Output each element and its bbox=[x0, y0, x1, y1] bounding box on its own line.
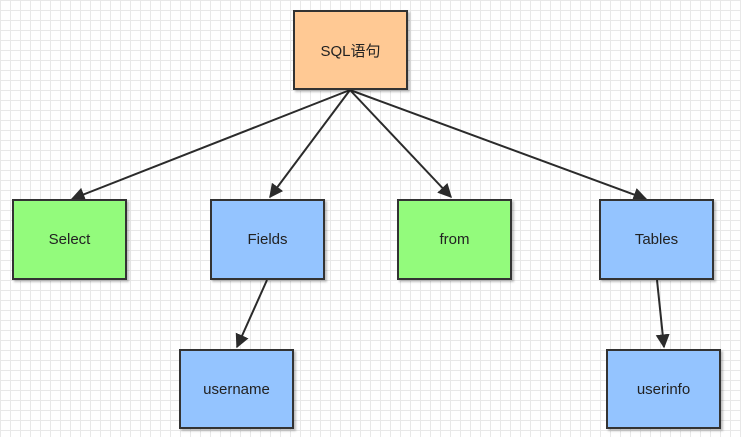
node-select-label: Select bbox=[48, 231, 91, 248]
node-fields[interactable]: Fields bbox=[210, 199, 325, 280]
edge-root-from bbox=[349, 89, 452, 199]
node-tables[interactable]: Tables bbox=[599, 199, 714, 280]
node-from[interactable]: from bbox=[397, 199, 512, 280]
edge-root-fields bbox=[269, 89, 351, 199]
node-from-label: from bbox=[439, 231, 470, 248]
node-userinfo[interactable]: userinfo bbox=[606, 349, 721, 429]
edge-root-tables bbox=[349, 89, 648, 202]
node-username-label: username bbox=[203, 380, 270, 398]
node-fields-label: Fields bbox=[247, 231, 288, 248]
node-sql-statement[interactable]: SQL语句 bbox=[293, 10, 408, 90]
node-userinfo-label: userinfo bbox=[636, 380, 691, 398]
node-sql-statement-label: SQL语句 bbox=[320, 42, 381, 60]
node-username[interactable]: username bbox=[179, 349, 294, 429]
edge-tables-userinfo bbox=[655, 279, 670, 349]
edge-fields-username bbox=[235, 279, 268, 349]
node-tables-label: Tables bbox=[634, 231, 679, 248]
edge-root-select bbox=[70, 89, 351, 201]
node-select[interactable]: Select bbox=[12, 199, 127, 280]
